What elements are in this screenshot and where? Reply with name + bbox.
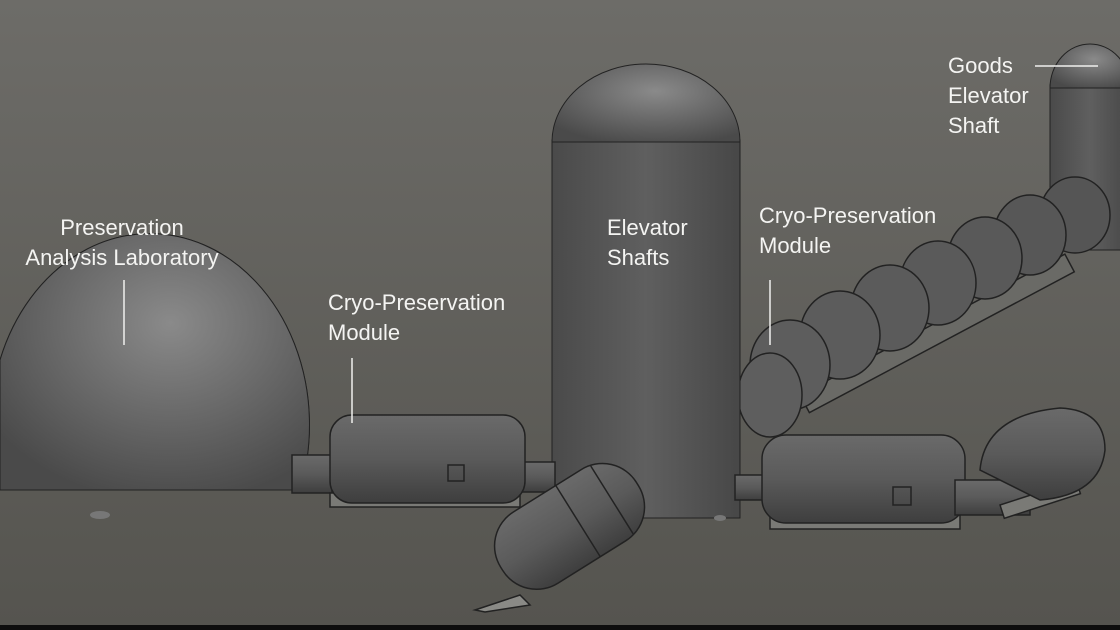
label-cryo-module-left: Cryo-Preservation Module [328, 288, 505, 348]
cryo-module-left [291, 414, 556, 508]
label-line: Goods [948, 53, 1013, 78]
label-line: Analysis Laboratory [25, 245, 219, 270]
label-elevator-shafts: Elevator Shafts [607, 213, 688, 273]
label-line: Module [328, 320, 401, 345]
elevator-shafts [551, 63, 741, 521]
label-line: Elevator [948, 83, 1029, 108]
label-line: Module [759, 233, 832, 258]
bottom-bar [0, 625, 1120, 630]
cryo-module-front [472, 462, 646, 613]
label-line: Shaft [948, 113, 1000, 138]
cryo-module-right [734, 407, 1106, 530]
label-line: Elevator [607, 215, 688, 240]
label-cryo-module-right: Cryo-Preservation Module [759, 201, 936, 261]
leader-lines [123, 65, 1098, 423]
label-preservation-analysis-laboratory: Preservation Analysis Laboratory [22, 213, 222, 273]
preservation-analysis-laboratory [0, 233, 310, 519]
label-line: Shafts [607, 245, 670, 270]
label-goods-elevator-shaft: Goods Elevator Shaft [948, 51, 1029, 141]
label-line: Cryo-Preservation [328, 290, 506, 315]
label-line: Preservation [60, 215, 184, 240]
label-line: Cryo-Preservation [759, 203, 937, 228]
